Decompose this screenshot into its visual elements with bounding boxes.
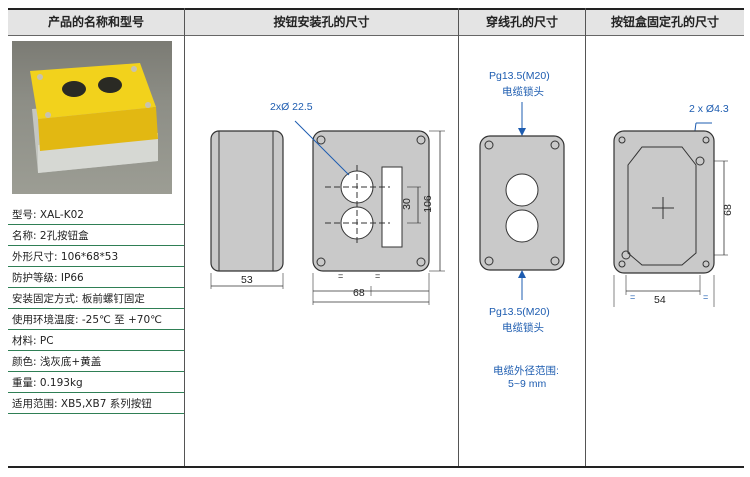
spec-row-name: 名称: 2孔按钮盒 <box>8 226 184 246</box>
fix-hole-diameter-label: 2 x Ø4.3 <box>689 103 729 115</box>
header-product: 产品的名称和型号 <box>8 8 184 36</box>
equal-mark: = <box>338 271 344 281</box>
dim-pitch: 30 <box>400 198 413 210</box>
dim-front-width: 68 <box>353 287 365 299</box>
spec-row-dimensions: 外形尺寸: 106*68*53 <box>8 247 184 267</box>
cable-range-value: 5~9 mm <box>508 378 547 390</box>
column-divider <box>184 8 185 468</box>
table-bottom-rule <box>8 466 744 468</box>
spec-row-temperature: 使用环境温度: -25℃ 至 +70℃ <box>8 310 184 330</box>
spec-row-weight: 重量: 0.193kg <box>8 373 184 393</box>
spec-row-protection: 防护等级: IP66 <box>8 268 184 288</box>
header-cable-hole: 穿线孔的尺寸 <box>459 8 585 36</box>
equal-mark: = <box>630 292 636 302</box>
spec-row-mounting: 安装固定方式: 板前螺钉固定 <box>8 289 184 309</box>
product-photo <box>12 41 172 194</box>
cable-gland-top-label: Pg13.5(M20) <box>489 70 550 82</box>
spec-row-color: 颜色: 浅灰底+黄盖 <box>8 352 184 372</box>
dim-side-width: 53 <box>241 274 253 286</box>
spec-row-model: 型号: XAL-K02 <box>8 205 184 225</box>
spec-row-application: 适用范围: XB5,XB7 系列按钮 <box>8 394 184 414</box>
column-divider <box>458 8 459 468</box>
equal-mark: = <box>375 271 381 281</box>
mount-hole-drawing <box>210 120 445 305</box>
dim-height: 106 <box>421 195 434 213</box>
spec-row-material: 材料: PC <box>8 331 184 351</box>
spec-sheet: 产品的名称和型号 按钮安装孔的尺寸 穿线孔的尺寸 按钮盒固定孔的尺寸 型号: X… <box>8 8 744 470</box>
fix-dim-width: 54 <box>654 294 666 306</box>
column-divider <box>585 8 586 468</box>
header-mount-hole: 按钮安装孔的尺寸 <box>185 8 458 36</box>
cable-gland-bottom-label: Pg13.5(M20) <box>489 306 550 318</box>
cable-range-label: 电缆外径范围: <box>493 365 559 377</box>
cable-gland-top-sub: 电缆锁头 <box>502 86 544 98</box>
equal-mark: = <box>703 292 709 302</box>
fix-dim-height: 68 <box>721 204 734 216</box>
cable-gland-bottom-sub: 电缆锁头 <box>502 322 544 334</box>
cable-hole-drawing <box>479 102 565 300</box>
mount-hole-diameter-label: 2xØ 22.5 <box>270 101 313 113</box>
header-fix-hole: 按钮盒固定孔的尺寸 <box>586 8 744 36</box>
fix-hole-drawing <box>613 122 728 307</box>
